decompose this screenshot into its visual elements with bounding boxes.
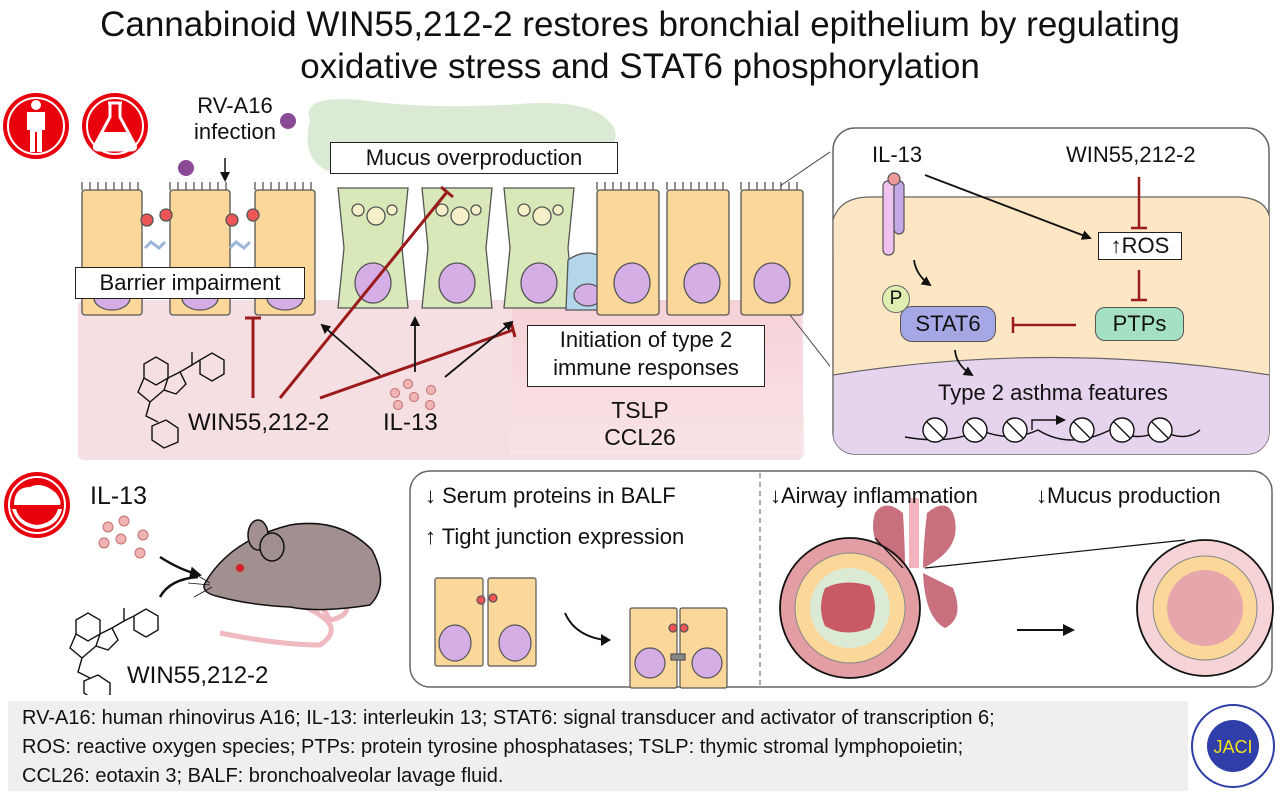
goblet-cells: [337, 187, 575, 309]
jaci-logo: JACI: [1191, 704, 1275, 788]
chromatin-icon: [904, 415, 1201, 443]
stat6-node: STAT6: [900, 306, 996, 342]
mechanism-panel: [832, 127, 1270, 455]
barrier-impairment-box: Barrier impairment: [75, 267, 305, 299]
mouse-model-panel: [4, 472, 382, 695]
finding-tight-junction: ↑ Tight junction expression: [425, 524, 685, 549]
mech-il13-label: IL-13: [872, 142, 923, 167]
finding-mucus-production: ↓Mucus production: [1036, 483, 1221, 508]
human-icon: [3, 93, 69, 159]
infection-label: infection: [194, 119, 276, 144]
type2-line1: Initiation of type 2: [559, 327, 733, 352]
compound-label-top: WIN55,212-2: [188, 409, 330, 436]
win55212-structure: [137, 352, 225, 449]
il13-molecules: [390, 379, 436, 410]
compound-to-mouse-arrow: [158, 575, 199, 598]
ptps-node: PTPs: [1095, 307, 1184, 341]
stat6-nucleus-arrow: [954, 349, 974, 377]
treated-airway-cross-section: [1136, 539, 1274, 677]
il13-label-top: IL-13: [383, 409, 438, 436]
ros-box: ↑ROS: [1098, 232, 1182, 260]
virus-label: RV-A16: [197, 93, 273, 118]
type2-line2: immune responses: [553, 355, 739, 380]
asthma-features-label: Type 2 asthma features: [938, 380, 1168, 405]
il13-molecules-mouse: [98, 515, 149, 559]
mouse-icon: [4, 472, 70, 538]
mouse-il13-label: IL-13: [90, 482, 147, 510]
footer-line-3: CCL26: eotaxin 3; BALF: bronchoalveolar …: [22, 765, 504, 787]
jaci-logo-text: JACI: [1213, 737, 1252, 757]
mucus-overproduction-box: Mucus overproduction: [330, 142, 618, 174]
footer-line-2: ROS: reactive oxygen species; PTPs: prot…: [22, 736, 964, 758]
phospho-badge: P: [882, 285, 910, 313]
figure-title: Cannabinoid WIN55,212-2 restores bronchi…: [0, 4, 1280, 88]
finding-airway-inflammation: ↓Airway inflammation: [770, 483, 978, 508]
ciliated-cells-right: [596, 182, 804, 316]
receptor-stat6-arrow: [913, 259, 932, 287]
ptps-stat6-inhibition: [1011, 317, 1076, 333]
il13-ros-arrow: [924, 174, 1092, 240]
leaky-junction-cells: [434, 577, 537, 667]
tslp-label: TSLP: [611, 397, 669, 423]
title-line-1: Cannabinoid WIN55,212-2 restores bronchi…: [100, 5, 1180, 44]
title-line-2: oxidative stress and STAT6 phosphorylati…: [300, 47, 980, 86]
finding-serum-proteins: ↓ Serum proteins in BALF: [425, 483, 676, 508]
mouse-illustration: [187, 519, 382, 648]
mouse-compound-label: WIN55,212-2: [127, 662, 269, 689]
zoom-line-bottom: [789, 314, 830, 367]
abbreviations-footer: RV-A16: human rhinovirus A16; IL-13: int…: [8, 701, 1188, 791]
win-ros-inhibition: [1131, 177, 1147, 230]
type2-response-box: Initiation of type 2 immune responses: [527, 325, 765, 387]
inflamed-airway-cross-section: [779, 537, 921, 679]
mech-win-label: WIN55,212-2: [1066, 142, 1196, 167]
footer-line-1: RV-A16: human rhinovirus A16; IL-13: int…: [22, 707, 995, 729]
tight-junction-cells: [629, 607, 728, 689]
ccl26-label: CCL26: [604, 424, 676, 450]
il13-arrows: [320, 316, 514, 378]
zoom-line-top: [779, 151, 830, 187]
ros-ptps-inhibition: [1131, 270, 1147, 302]
nucleus-region: [833, 356, 1269, 454]
flask-icon: [82, 93, 148, 159]
il13-to-mouse-arrow: [159, 555, 202, 579]
junction-arrow: [564, 612, 606, 641]
findings-panel: [409, 470, 1274, 689]
il13-receptor: [882, 172, 905, 256]
win55212-structure-mouse: [69, 608, 159, 695]
virus-particles: [178, 113, 296, 176]
